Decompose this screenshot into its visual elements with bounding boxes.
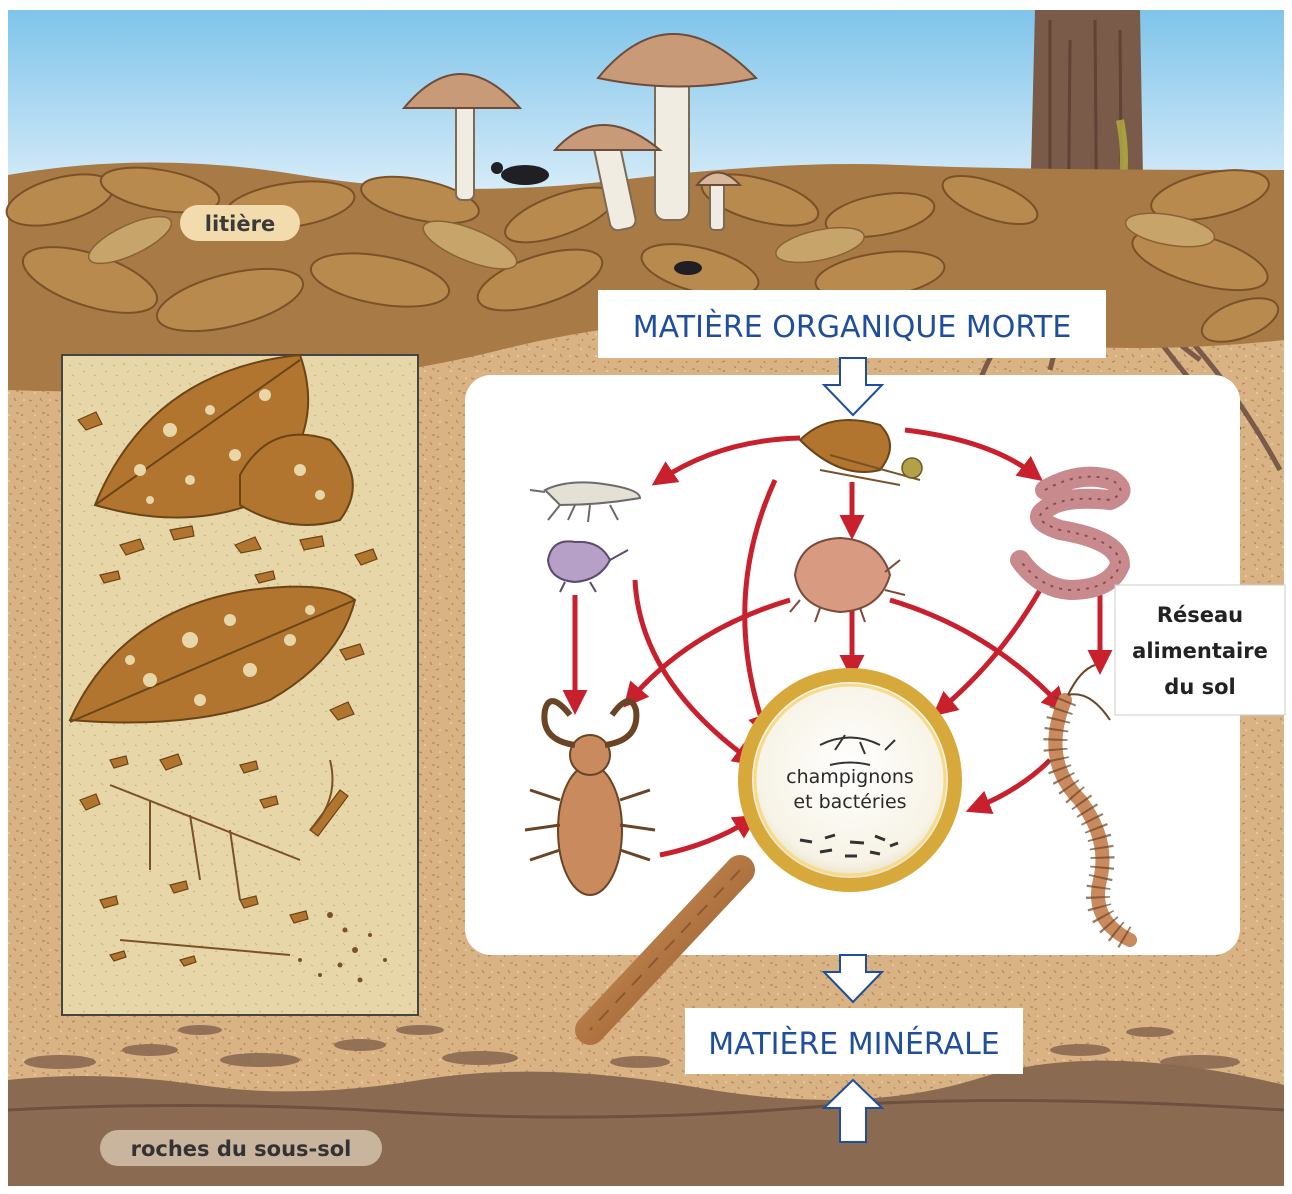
svg-text:litière: litière bbox=[205, 212, 275, 236]
svg-text:du sol: du sol bbox=[1164, 675, 1235, 699]
litiere-label: litière bbox=[180, 205, 300, 241]
svg-text:roches du sous-sol: roches du sous-sol bbox=[131, 1137, 352, 1161]
svg-text:MATIÈRE MINÉRALE: MATIÈRE MINÉRALE bbox=[708, 1026, 1000, 1062]
svg-text:alimentaire: alimentaire bbox=[1132, 639, 1268, 663]
roches-label: roches du sous-sol bbox=[100, 1130, 382, 1166]
mineral-matter-title: MATIÈRE MINÉRALE bbox=[685, 1008, 1023, 1074]
svg-text:champignons: champignons bbox=[786, 766, 914, 788]
svg-text:MATIÈRE ORGANIQUE MORTE: MATIÈRE ORGANIQUE MORTE bbox=[633, 309, 1072, 345]
leaf-decomposition-panel bbox=[62, 355, 418, 1015]
reseau-alimentaire-label: Réseau alimentaire du sol bbox=[1115, 585, 1285, 715]
svg-text:Réseau: Réseau bbox=[1157, 603, 1243, 627]
organic-matter-title: MATIÈRE ORGANIQUE MORTE bbox=[598, 290, 1106, 358]
svg-text:et bactéries: et bactéries bbox=[793, 791, 906, 813]
